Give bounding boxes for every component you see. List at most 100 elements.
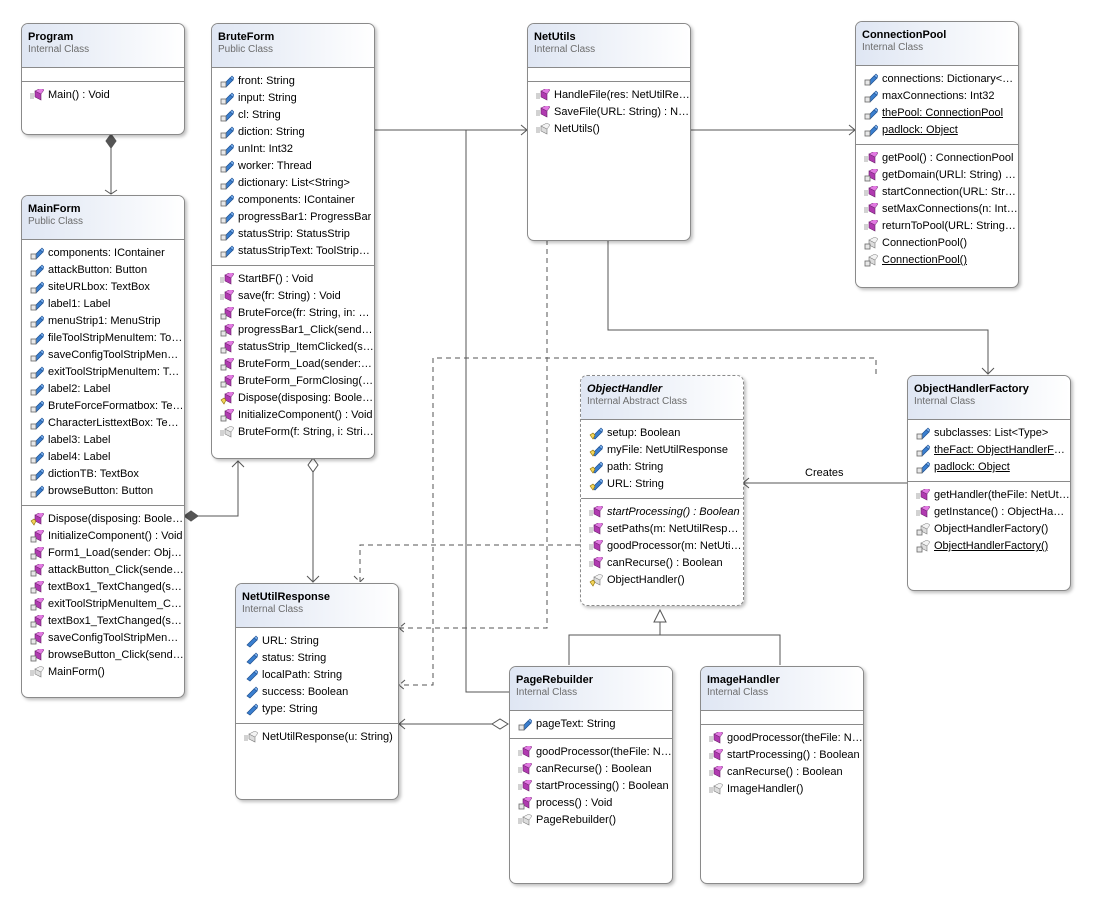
method-row[interactable]: InitializeComponent() : Void bbox=[212, 407, 374, 424]
method-row[interactable]: exitToolStripMenuItem_Click(sender: Obje… bbox=[22, 596, 184, 613]
method-row[interactable]: startProcessing() : Boolean bbox=[701, 747, 863, 764]
field-row[interactable]: dictionary: List<String> bbox=[212, 175, 374, 192]
method-row[interactable]: attackButton_Click(sender: Object) : Voi… bbox=[22, 562, 184, 579]
method-row[interactable]: goodProcessor(m: NetUtilResponse) : Bool… bbox=[581, 538, 743, 555]
field-row[interactable]: diction: String bbox=[212, 124, 374, 141]
field-row[interactable]: attackButton: Button bbox=[22, 262, 184, 279]
field-row[interactable]: success: Boolean bbox=[236, 684, 398, 701]
field-row[interactable]: siteURLbox: TextBox bbox=[22, 279, 184, 296]
method-row[interactable]: browseButton_Click(sender: Object) : Voi… bbox=[22, 647, 184, 664]
method-row[interactable]: getInstance() : ObjectHandlerFactory bbox=[908, 504, 1070, 521]
method-row[interactable]: StartBF() : Void bbox=[212, 271, 374, 288]
constructor-row[interactable]: ConnectionPool() bbox=[856, 235, 1018, 252]
constructor-row[interactable]: ConnectionPool() bbox=[856, 252, 1018, 269]
field-row[interactable]: pageText: String bbox=[510, 716, 672, 733]
constructor-row[interactable]: ObjectHandler() bbox=[581, 572, 743, 589]
method-row[interactable]: Main() : Void bbox=[22, 87, 184, 104]
field-row[interactable]: cl: String bbox=[212, 107, 374, 124]
method-row[interactable]: startProcessing() : Boolean bbox=[581, 504, 743, 521]
field-row[interactable]: padlock: Object bbox=[908, 459, 1070, 476]
method-row[interactable]: setMaxConnections(n: Int32) : Void bbox=[856, 201, 1018, 218]
method-row[interactable]: HandleFile(res: NetUtilResponse) bbox=[528, 87, 690, 104]
field-row[interactable]: exitToolStripMenuItem: ToolStripMenuItem bbox=[22, 364, 184, 381]
constructor-row[interactable]: MainForm() bbox=[22, 664, 184, 681]
field-row[interactable]: BruteForceFormatbox: TextBox bbox=[22, 398, 184, 415]
method-row[interactable]: startProcessing() : Boolean bbox=[510, 778, 672, 795]
method-row[interactable]: canRecurse() : Boolean bbox=[510, 761, 672, 778]
field-row[interactable]: browseButton: Button bbox=[22, 483, 184, 500]
method-row[interactable]: Dispose(disposing: Boolean) : Void bbox=[22, 511, 184, 528]
method-row[interactable]: progressBar1_Click(sender: Object) : Voi… bbox=[212, 322, 374, 339]
method-row[interactable]: InitializeComponent() : Void bbox=[22, 528, 184, 545]
field-row[interactable]: subclasses: List<Type> bbox=[908, 425, 1070, 442]
field-row[interactable]: thePool: ConnectionPool bbox=[856, 105, 1018, 122]
method-row[interactable]: save(fr: String) : Void bbox=[212, 288, 374, 305]
field-row[interactable]: URL: String bbox=[581, 476, 743, 493]
field-row[interactable]: localPath: String bbox=[236, 667, 398, 684]
field-row[interactable]: label1: Label bbox=[22, 296, 184, 313]
method-row[interactable]: goodProcessor(theFile: NetUtilResponse) … bbox=[510, 744, 672, 761]
field-row[interactable]: menuStrip1: MenuStrip bbox=[22, 313, 184, 330]
field-row[interactable]: statusStripText: ToolStripStatusLabel bbox=[212, 243, 374, 260]
method-row[interactable]: saveConfigToolStripMenuItem_Click(sender… bbox=[22, 630, 184, 647]
field-row[interactable]: saveConfigToolStripMenuItem: ToolStripMe… bbox=[22, 347, 184, 364]
method-row[interactable]: textBox1_TextChanged(sender: Object) : V… bbox=[22, 613, 184, 630]
field-row[interactable]: dictionTB: TextBox bbox=[22, 466, 184, 483]
constructor-row[interactable]: NetUtils() bbox=[528, 121, 690, 138]
field-row[interactable]: fileToolStripMenuItem: ToolStripMenuItem bbox=[22, 330, 184, 347]
method-row[interactable]: startConnection(URL: String) : Boolean bbox=[856, 184, 1018, 201]
field-row[interactable]: CharacterListtextBox: TextBox bbox=[22, 415, 184, 432]
method-row[interactable]: getPool() : ConnectionPool bbox=[856, 150, 1018, 167]
field-row[interactable]: maxConnections: Int32 bbox=[856, 88, 1018, 105]
constructor-row[interactable]: BruteForm(f: String, i: String) bbox=[212, 424, 374, 441]
constructor-row[interactable]: PageRebuilder() bbox=[510, 812, 672, 829]
method-row[interactable]: statusStrip_ItemClicked(sender: Object) … bbox=[212, 339, 374, 356]
constructor-row[interactable]: ObjectHandlerFactory() bbox=[908, 538, 1070, 555]
field-row[interactable]: connections: Dictionary<String, Int32> bbox=[856, 71, 1018, 88]
method-row[interactable]: textBox1_TextChanged(sender: Object) : V… bbox=[22, 579, 184, 596]
field-row[interactable]: theFact: ObjectHandlerFactory bbox=[908, 442, 1070, 459]
field-row[interactable]: status: String bbox=[236, 650, 398, 667]
constructor-row[interactable]: NetUtilResponse(u: String) bbox=[236, 729, 398, 746]
field-row[interactable]: label3: Label bbox=[22, 432, 184, 449]
constructor-row[interactable]: ImageHandler() bbox=[701, 781, 863, 798]
method-row[interactable]: BruteForm_Load(sender: Object) : Void bbox=[212, 356, 374, 373]
method-row[interactable]: canRecurse() : Boolean bbox=[701, 764, 863, 781]
field-row[interactable]: front: String bbox=[212, 73, 374, 90]
field-row[interactable]: setup: Boolean bbox=[581, 425, 743, 442]
field-row[interactable]: components: IContainer bbox=[212, 192, 374, 209]
field-row[interactable]: URL: String bbox=[236, 633, 398, 650]
field-row[interactable]: components: IContainer bbox=[22, 245, 184, 262]
field-row[interactable]: myFile: NetUtilResponse bbox=[581, 442, 743, 459]
field-row[interactable]: padlock: Object bbox=[856, 122, 1018, 139]
field-row[interactable]: progressBar1: ProgressBar bbox=[212, 209, 374, 226]
method-row[interactable]: Dispose(disposing: Boolean) : Void bbox=[212, 390, 374, 407]
field-row[interactable]: path: String bbox=[581, 459, 743, 476]
field-row[interactable]: label4: Label bbox=[22, 449, 184, 466]
constructor-row[interactable]: ObjectHandlerFactory() bbox=[908, 521, 1070, 538]
field-row[interactable]: label2: Label bbox=[22, 381, 184, 398]
field-row[interactable]: unInt: Int32 bbox=[212, 141, 374, 158]
field-row[interactable]: type: String bbox=[236, 701, 398, 718]
method-row[interactable]: Form1_Load(sender: Object) : Void bbox=[22, 545, 184, 562]
method-row[interactable]: getDomain(URLl: String) : String bbox=[856, 167, 1018, 184]
